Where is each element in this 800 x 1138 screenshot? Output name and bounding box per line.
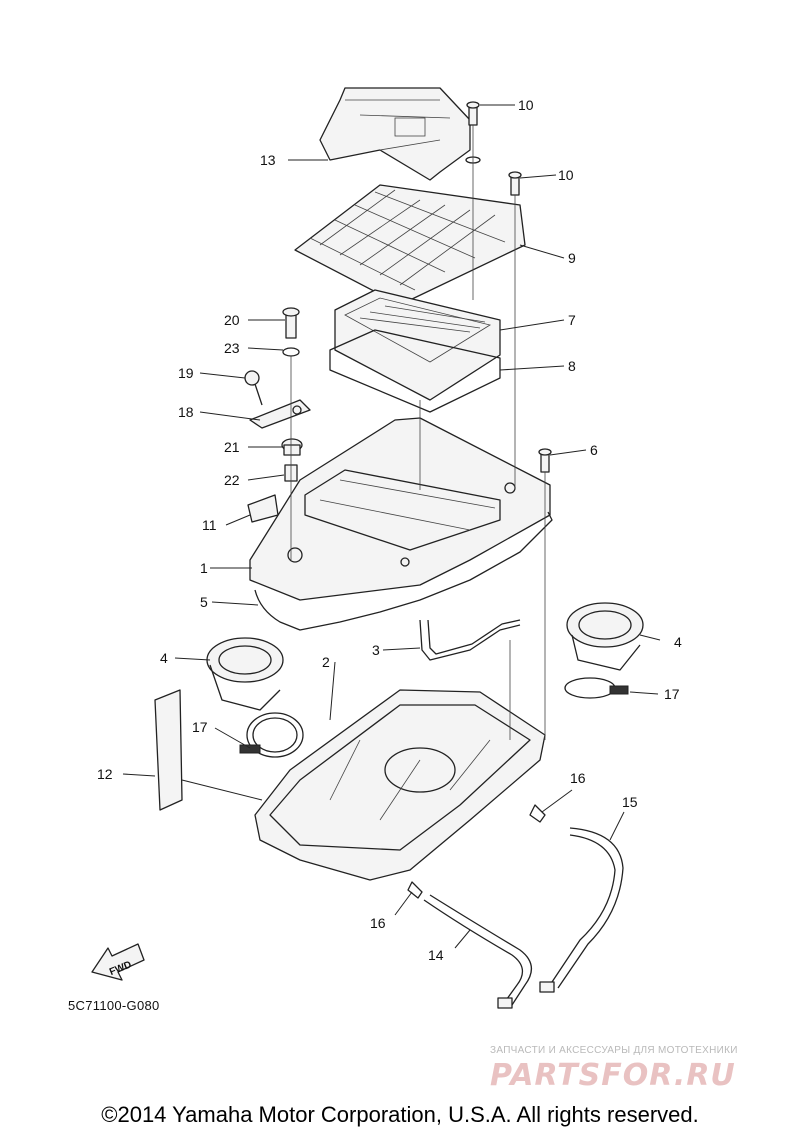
callout-4b: 4 xyxy=(674,634,682,650)
part-3-hose xyxy=(419,619,521,661)
callout-11: 11 xyxy=(202,517,217,533)
part-10-screw-b xyxy=(508,171,522,196)
callout-3: 3 xyxy=(372,642,380,658)
callout-17a: 17 xyxy=(192,719,208,735)
callout-7: 7 xyxy=(568,312,576,328)
callout-6: 6 xyxy=(590,442,598,458)
part-20-bolt xyxy=(282,307,300,339)
diagram-code: 5C71100-G080 xyxy=(68,998,160,1013)
callout-22: 22 xyxy=(224,472,240,488)
part-7-filter-element xyxy=(334,289,501,401)
leader-lines xyxy=(122,104,661,949)
part-4-joint-left xyxy=(206,637,284,711)
callout-2: 2 xyxy=(322,654,330,670)
copyright-notice: ©2014 Yamaha Motor Corporation, U.S.A. A… xyxy=(101,1102,699,1127)
part-23-washer xyxy=(282,347,300,357)
part-12-label xyxy=(154,689,183,811)
part-14-hose xyxy=(423,894,532,1009)
watermark-logo: PARTSFOR.RU xyxy=(490,1058,736,1093)
watermark-caption: ЗАПЧАСТИ И АКСЕССУАРЫ ДЛЯ МОТОТЕХНИКИ xyxy=(490,1045,738,1056)
callout-19: 19 xyxy=(178,365,194,381)
part-6-screw xyxy=(538,448,552,473)
part-5-seal xyxy=(254,511,553,631)
callout-9: 9 xyxy=(568,250,576,266)
callout-10a: 10 xyxy=(518,97,534,113)
callout-8: 8 xyxy=(568,358,576,374)
callout-17b: 17 xyxy=(664,686,680,702)
part-2-case-lower xyxy=(254,689,546,881)
callout-16b: 16 xyxy=(370,915,386,931)
callout-labels: 13 10 10 9 7 8 6 20 23 19 18 21 22 11 1 … xyxy=(97,97,682,963)
callout-20: 20 xyxy=(224,312,240,328)
part-4-joint-right xyxy=(566,602,644,671)
callout-18: 18 xyxy=(178,404,194,420)
callout-12: 12 xyxy=(97,766,113,782)
part-16-clip-b xyxy=(407,881,423,899)
callout-15: 15 xyxy=(622,794,638,810)
part-8-gasket xyxy=(329,329,501,413)
callout-13: 13 xyxy=(260,152,276,168)
callout-1: 1 xyxy=(200,560,208,576)
callout-4a: 4 xyxy=(160,650,168,666)
assembly-lines xyxy=(290,125,546,740)
part-17-clamp-right xyxy=(564,677,629,699)
callout-21: 21 xyxy=(224,439,240,455)
part-17-clamp-left xyxy=(239,712,304,758)
part-10-screw-a xyxy=(465,101,481,164)
part-21-grommet xyxy=(281,438,303,456)
callout-14: 14 xyxy=(428,947,444,963)
part-18-bracket xyxy=(249,399,311,429)
part-19-bolt xyxy=(244,370,263,406)
callout-16a: 16 xyxy=(570,770,586,786)
callout-5: 5 xyxy=(200,594,208,610)
callout-23: 23 xyxy=(224,340,240,356)
part-9-filter-cover xyxy=(294,184,526,303)
part-15-hose xyxy=(539,827,624,993)
callout-10b: 10 xyxy=(558,167,574,183)
fwd-arrow-icon: FWD xyxy=(91,943,145,981)
part-13-bracket xyxy=(319,87,471,181)
part-11-label xyxy=(247,494,279,523)
part-16-clip-a xyxy=(529,804,546,823)
